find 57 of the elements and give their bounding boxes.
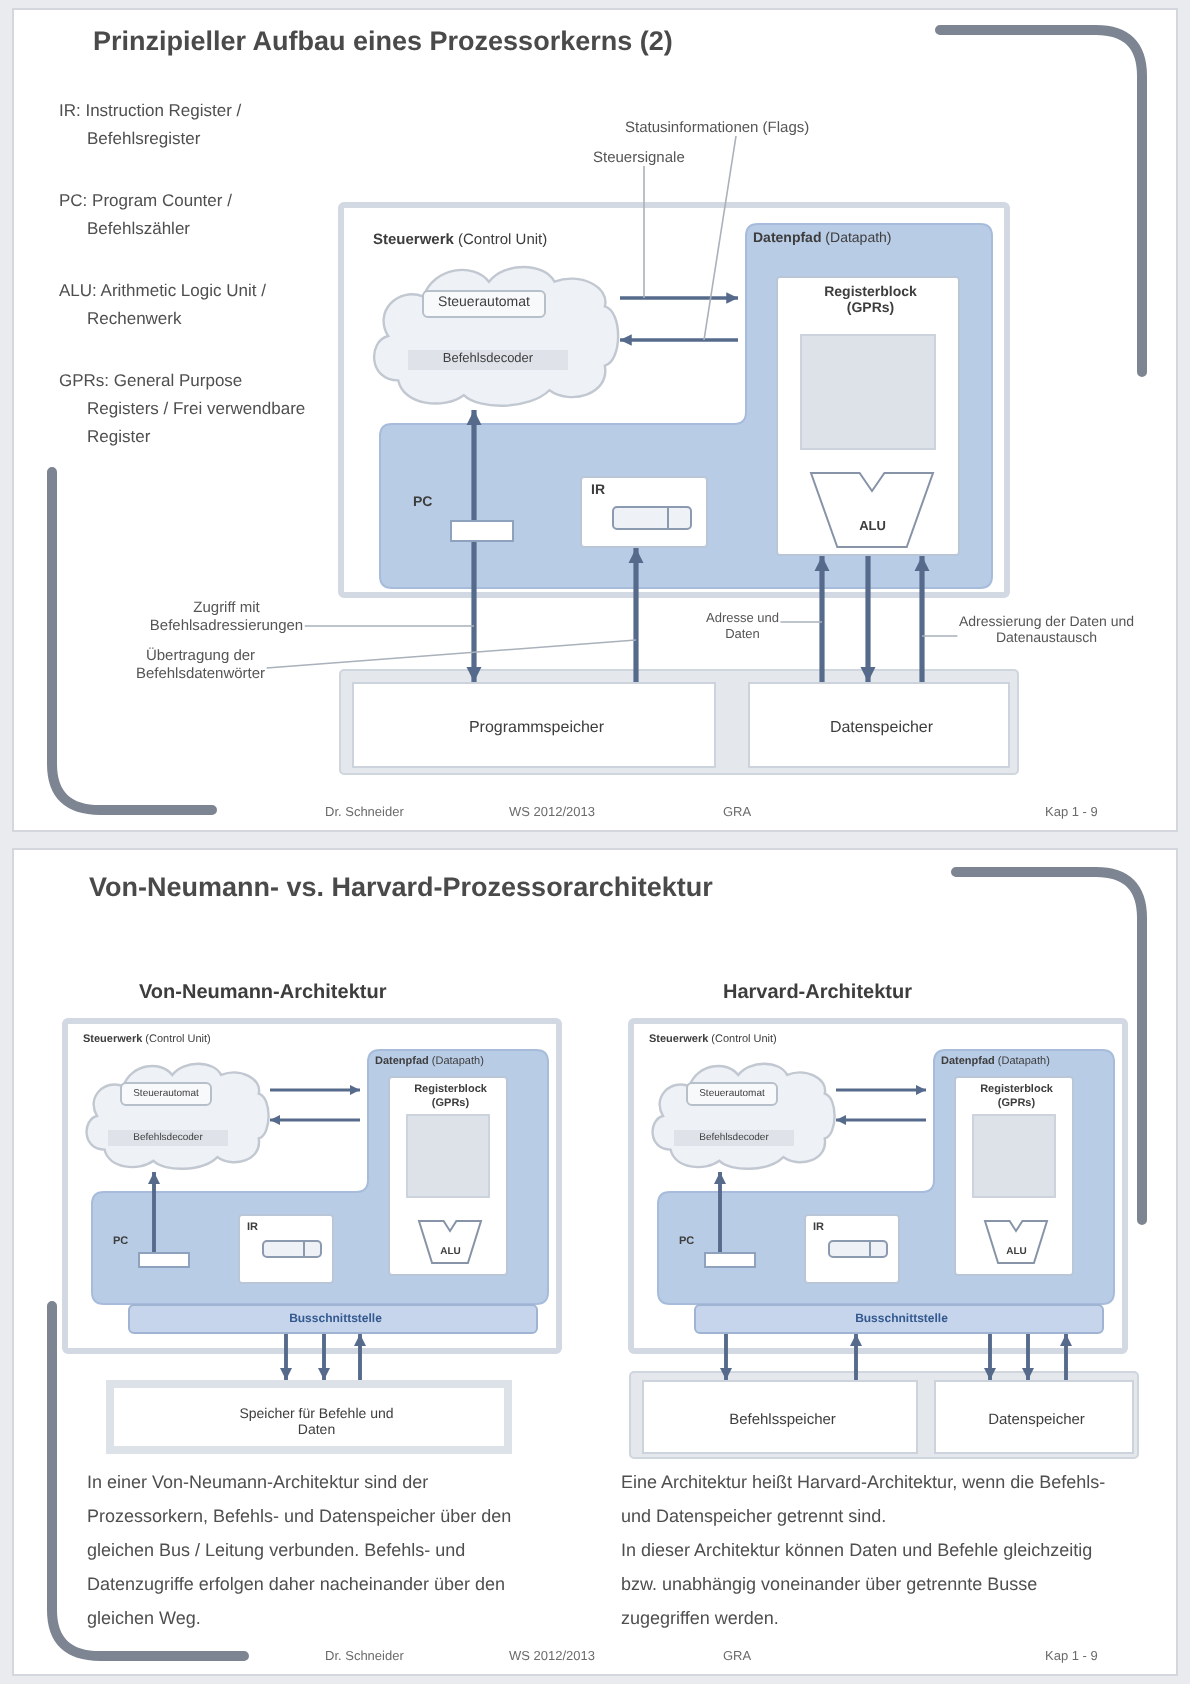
arrow — [1021, 1334, 1035, 1380]
arrow — [620, 334, 738, 346]
paragraph-text: In dieser Architektur können Daten und Befehle gleichzeitig bzw. unabhängig voneinander über getrennte Busse zugegriffen werden. — [621, 1538, 1095, 1632]
leader-line — [779, 621, 823, 623]
processor-core-frame — [338, 202, 1010, 598]
arrow — [317, 1334, 331, 1380]
arrow — [860, 556, 876, 682]
leader-line — [643, 165, 645, 299]
register-block — [954, 1076, 1074, 1276]
slide-panel — [12, 8, 1178, 832]
leader-line — [265, 639, 637, 669]
arrow — [914, 556, 930, 682]
diagram-subtitle: Von-Neumann-Architektur — [139, 982, 389, 1006]
instruction-register-box — [580, 476, 708, 548]
arrow — [620, 292, 738, 304]
definition-text: GPRs: General Purpose Registers / Frei verwendbare Register — [59, 368, 308, 450]
memory-label: Programmspeicher — [467, 718, 606, 738]
arrow — [814, 556, 830, 682]
bus-interface-bar — [128, 1304, 538, 1334]
memory-box — [352, 682, 716, 768]
definition-text: IR: Instruction Register / Befehlsregister — [59, 98, 244, 152]
arrow — [719, 1334, 733, 1380]
leader-line — [303, 625, 475, 627]
arrow — [1059, 1334, 1073, 1380]
arrow — [466, 542, 482, 682]
arrow — [147, 1172, 161, 1252]
arrow — [628, 548, 644, 682]
slide-title: Von-Neumann- vs. Harvard-Prozessorarchitektur — [89, 872, 715, 905]
register-block — [776, 276, 960, 556]
arrow — [279, 1334, 293, 1380]
instruction-register-box — [238, 1214, 334, 1284]
arrow — [983, 1334, 997, 1380]
memory-box — [748, 682, 1010, 768]
paragraph-text: Eine Architektur heißt Harvard-Architektur, wenn die Befehls- und Datenspeicher getrennt sind. — [621, 1470, 1108, 1530]
memory-label: Datenspeicher — [828, 718, 935, 738]
arrow — [270, 1114, 360, 1126]
arrow — [836, 1114, 926, 1126]
definition-text: ALU: Arithmetic Logic Unit / Rechenwerk — [59, 278, 268, 332]
slide-title: Prinzipieller Aufbau eines Prozessorkerns (2) — [93, 26, 675, 59]
instruction-register-box — [804, 1214, 900, 1284]
arrow — [466, 410, 482, 520]
arrow — [270, 1084, 360, 1096]
definition-text: PC: Program Counter / Befehlszähler — [59, 188, 234, 242]
arrow — [353, 1334, 367, 1380]
paragraph-text: In einer Von-Neumann-Architektur sind der Prozessorkern, Befehls- und Datenspeicher über den gleichen Bus / Leitung verbunden. Befehls- und Datenzugriffe erfolgen daher nacheinander über den gleichen Weg. — [87, 1470, 514, 1632]
memory-box — [642, 1380, 918, 1454]
memory-box — [106, 1380, 512, 1454]
arrow — [836, 1084, 926, 1096]
leader-line — [921, 635, 959, 637]
slide-panel — [12, 848, 1178, 1676]
register-block — [388, 1076, 508, 1276]
leader-line — [703, 135, 737, 341]
bus-interface-bar — [694, 1304, 1104, 1334]
diagram-subtitle: Harvard-Architektur — [723, 982, 914, 1006]
arrow — [849, 1334, 863, 1380]
arrow — [713, 1172, 727, 1252]
memory-box — [934, 1380, 1134, 1454]
